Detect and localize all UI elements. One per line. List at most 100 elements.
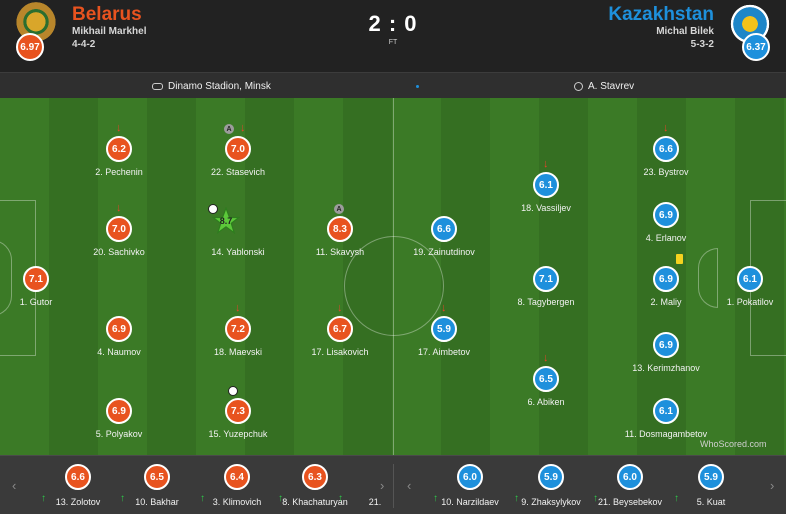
substitute-card[interactable]: 6.0↑10. Narzildaev (425, 464, 515, 512)
substitute-card[interactable]: 5.9↑5. Kuat (666, 464, 756, 512)
player-name: 19. Zainutdinov (413, 247, 475, 257)
assist-icon: A (224, 124, 234, 134)
player-name: 4. Naumov (97, 347, 141, 357)
substitute-name: 10. Narzildaev (441, 497, 499, 507)
player-name: 18. Maevski (213, 347, 263, 357)
sub-on-arrow-icon: ↑ (593, 493, 598, 504)
player-name: 11. Skavysh (315, 247, 365, 257)
away-coach: Michal Bilek (656, 26, 714, 37)
man-of-the-match-star-icon (212, 207, 240, 235)
substitute-name: 21. Beysebekov (597, 497, 663, 507)
substitute-rating: 5.9 (698, 464, 724, 490)
sub-off-arrow-icon: ↓ (116, 122, 122, 134)
home-team-rating: 6.97 (16, 33, 44, 61)
venue-bar: Dinamo Stadion, Minsk A. Stavrev (0, 72, 786, 98)
chevron-right-icon[interactable]: › (770, 478, 775, 493)
center-circle (344, 236, 444, 336)
player-name: 6. Abiken (527, 397, 565, 407)
player-rating: 7.1 (533, 266, 559, 292)
chevron-left-icon[interactable]: ‹ (12, 478, 17, 493)
substitute-card[interactable]: 6.3↑8. Khachaturyan (270, 464, 360, 512)
sub-off-arrow-icon: ↓ (240, 122, 246, 134)
player-name: 17. Aimbetov (417, 347, 471, 357)
substitute-card[interactable]: 6.6 ↑ 13. Zolotov (33, 464, 123, 512)
assist-icon: A (334, 204, 344, 214)
player-rating: 8.7 (219, 216, 233, 226)
sub-on-arrow-icon: ↑ (200, 493, 205, 504)
substitute-card[interactable]: 6.5↑10. Bakhar (112, 464, 202, 512)
substitute-rating: 5.9 (538, 464, 564, 490)
match-score: 2 : 0 (368, 11, 418, 36)
chevron-right-icon[interactable]: › (380, 478, 385, 493)
player-rating: 6.9 (106, 398, 132, 424)
player-card[interactable]: 7.2 18. Maevski ↓ (188, 303, 288, 366)
whoscored-watermark: WhoScored.com (700, 439, 767, 449)
player-card[interactable]: 6.6 19. Zainutdinov (394, 216, 494, 266)
bench-bar: ‹ ‹ › › 6.6 ↑ 13. Zolotov 6.5↑10. Bakhar 6.4… (0, 455, 786, 514)
player-rating: 6.1 (533, 172, 559, 198)
chevron-left-icon[interactable]: ‹ (407, 478, 412, 493)
sub-off-arrow-icon: ↓ (543, 158, 549, 170)
player-rating: 6.1 (737, 266, 763, 292)
away-formation: 5-3-2 (690, 39, 714, 50)
substitute-rating: 6.0 (617, 464, 643, 490)
sub-on-arrow-icon: ↑ (120, 493, 125, 504)
sub-on-arrow-icon: ↑ (41, 493, 46, 504)
sub-off-arrow-icon: ↓ (543, 352, 549, 364)
player-rating: 7.2 (225, 316, 251, 342)
player-rating: 7.1 (23, 266, 49, 292)
player-rating: 7.0 (225, 136, 251, 162)
player-rating: 6.6 (653, 136, 679, 162)
player-rating: 6.2 (106, 136, 132, 162)
player-name: 22. Stasevich (210, 167, 266, 177)
substitute-name: 21. (368, 497, 382, 507)
match-header: 6.97 Belarus Mikhail Markhel 4-4-2 2 : 0… (0, 0, 786, 72)
bench-divider (393, 464, 394, 508)
player-name: 20. Sachivko (93, 247, 145, 257)
whistle-icon (574, 82, 583, 91)
substitute-rating: 6.6 (65, 464, 91, 490)
player-rating: 6.5 (533, 366, 559, 392)
player-name: 2. Maliy (650, 297, 682, 307)
substitute-card[interactable]: 6.0 ↑21. Beysebekov (585, 464, 675, 512)
yellow-card-icon (676, 254, 683, 264)
away-team-name[interactable]: Kazakhstan (608, 4, 714, 25)
player-rating: 6.1 (653, 398, 679, 424)
match-status: FT (388, 39, 398, 46)
substitute-card[interactable]: 5.9↑9. Zhaksylykov (506, 464, 596, 512)
player-rating: 6.6 (431, 216, 457, 242)
home-team-name[interactable]: Belarus (72, 4, 142, 25)
player-name: 13. Kerimzhanov (632, 363, 700, 373)
sub-off-arrow-icon: ↓ (235, 302, 241, 314)
player-card[interactable]: 7.0 22. Stasevich A ↓ (188, 123, 288, 186)
sub-on-arrow-icon: ↑ (433, 493, 438, 504)
substitute-name: 8. Khachaturyan (282, 497, 348, 507)
sub-on-arrow-icon: ↑ (278, 493, 283, 504)
player-card[interactable]: 6.5 6. Abiken ↓ (496, 353, 596, 416)
referee-name: A. Stavrev (588, 81, 635, 92)
substitute-name: 13. Zolotov (55, 497, 101, 507)
player-rating: 7.3 (225, 398, 251, 424)
substitute-card[interactable]: ↑21. (330, 464, 420, 512)
substitute-rating: 6.4 (224, 464, 250, 490)
player-rating: 6.7 (327, 316, 353, 342)
substitute-card[interactable]: 6.4↑3. Klimovich (192, 464, 282, 512)
